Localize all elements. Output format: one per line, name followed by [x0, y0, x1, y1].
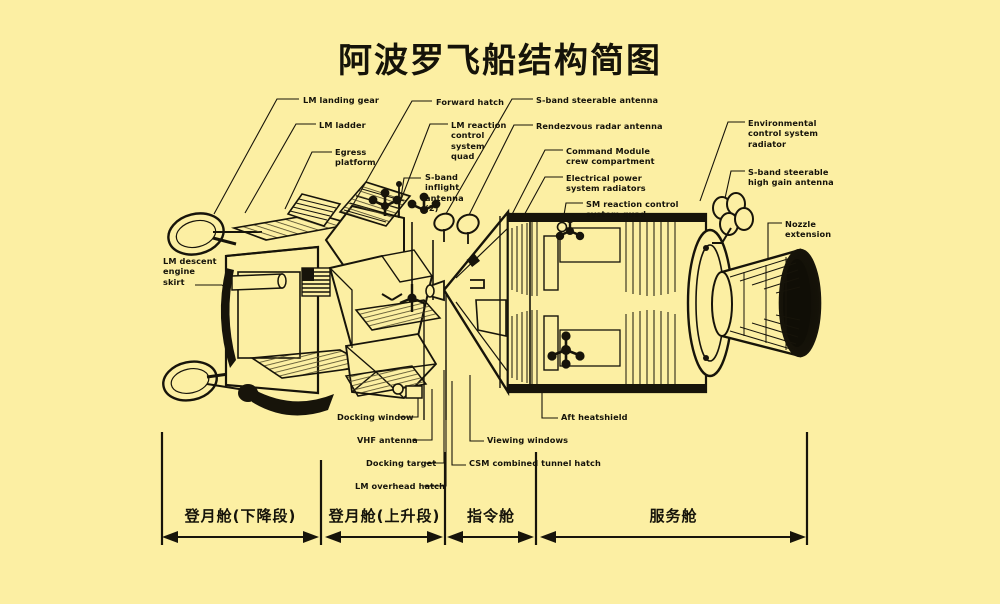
callout-environmental-control: Environmental control system radiator: [748, 118, 819, 149]
lm-landing-gear-upper-left: [167, 212, 262, 256]
callout-lm-descent-engine-skirt: LM descent engine skirt: [163, 256, 217, 287]
section-label-command-module: 指令舱: [466, 507, 515, 525]
callout-egress-platform: Egress platform: [335, 147, 376, 168]
scale-arrow-service-module: [540, 531, 806, 543]
callout-docking-window: Docking window: [337, 412, 414, 422]
scale-arrow-lm-ascent: [325, 531, 443, 543]
callout-electrical-power-radiators: Electrical power system radiators: [566, 173, 646, 194]
rendezvous-radar-antenna: [456, 213, 480, 244]
callout-viewing-windows: Viewing windows: [487, 435, 569, 445]
sm-reaction-control-quad-upper: [555, 214, 585, 241]
electrical-power-system-radiators: [511, 222, 559, 384]
service-module: [506, 212, 734, 394]
s-band-steerable-antenna-lm: [433, 212, 455, 242]
callout-s-band-steerable-antenna: S-band steerable antenna: [536, 95, 659, 105]
lm-reaction-control-quad-right: [407, 192, 441, 214]
page-title: 阿波罗飞船结构简图: [338, 41, 662, 81]
lm-ascent-stage: [324, 181, 442, 399]
callout-s-band-high-gain: S-band steerable high gain antenna: [748, 167, 834, 188]
lm-ladder: [286, 193, 342, 227]
lunar-module: [162, 181, 447, 420]
lm-reaction-control-quad-upper: [368, 188, 402, 216]
command-module: [425, 208, 510, 397]
sm-reaction-control-quad-lower: [547, 331, 585, 369]
callout-csm-tunnel-hatch: CSM combined tunnel hatch: [469, 458, 601, 468]
s-band-steerable-high-gain-antenna: [712, 192, 754, 244]
lm-descent-engine-skirt: [238, 384, 334, 416]
callout-rendezvous-radar-antenna: Rendezvous radar antenna: [536, 121, 663, 131]
scale-arrow-lm-descent: [162, 531, 319, 543]
callout-lm-ladder: LM ladder: [319, 120, 366, 130]
callout-docking-target: Docking target: [366, 458, 437, 468]
callout-s-band-inflight-antenna: S-band inflight antenna (2): [425, 172, 464, 214]
us-flag-decal: [301, 267, 331, 297]
scale-bar: [160, 432, 809, 545]
callout-lm-reaction-control: LM reaction control system quad: [451, 120, 507, 162]
environmental-control-system-radiator: [625, 218, 676, 388]
callout-aft-heatshield: Aft heatshield: [561, 412, 628, 422]
callout-cm-crew-compartment: Command Module crew compartment: [566, 146, 655, 167]
section-label-service-module: 服务舱: [649, 507, 698, 525]
callout-vhf-antenna: VHF antenna: [357, 435, 418, 445]
callout-sm-reaction-control: SM reaction control system quad: [586, 199, 679, 220]
scale-arrow-command-module: [447, 531, 534, 543]
nozzle-extension: [711, 248, 822, 358]
lm-docking-hardware: [381, 293, 423, 399]
section-label-lm-descent-stage: 登月舱(下降段): [184, 507, 297, 525]
callout-lm-landing-gear: LM landing gear: [303, 95, 380, 105]
section-label-lm-ascent-stage: 登月舱(上升段): [328, 507, 441, 525]
callout-forward-hatch: Forward hatch: [436, 97, 505, 107]
callout-lm-overhead-hatch: LM overhead hatch: [355, 481, 446, 491]
callout-nozzle-extension: Nozzle extension: [785, 219, 832, 240]
